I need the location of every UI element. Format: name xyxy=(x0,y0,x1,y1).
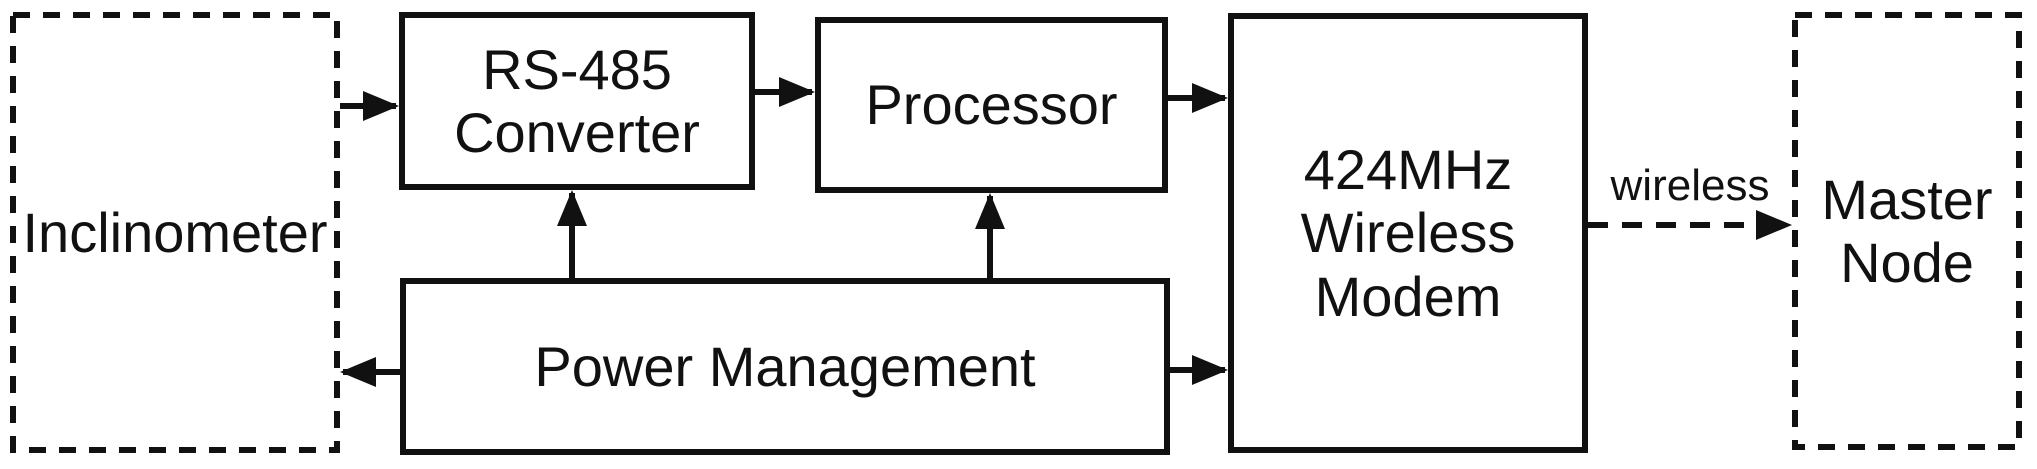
power-management-box-outline xyxy=(400,278,1170,455)
rs485-converter-box-outline xyxy=(399,12,755,190)
wireless-connection-label: wireless xyxy=(1610,161,1770,210)
master-node-box-outline xyxy=(1792,12,2022,450)
wireless-modem-box-outline xyxy=(1228,13,1588,453)
power-management-label: Power Management xyxy=(534,334,1036,398)
wireless-modem-label: 424MHz Wireless Modem xyxy=(1300,138,1516,328)
master-node-label: Master Node xyxy=(1821,167,1993,294)
rs485-converter-label: RS-485 Converter xyxy=(454,37,700,164)
inclinometer-label: Inclinometer xyxy=(22,200,328,264)
processor-box-outline xyxy=(815,17,1168,193)
processor-label: Processor xyxy=(865,73,1118,137)
inclinometer-box-outline xyxy=(10,12,340,453)
